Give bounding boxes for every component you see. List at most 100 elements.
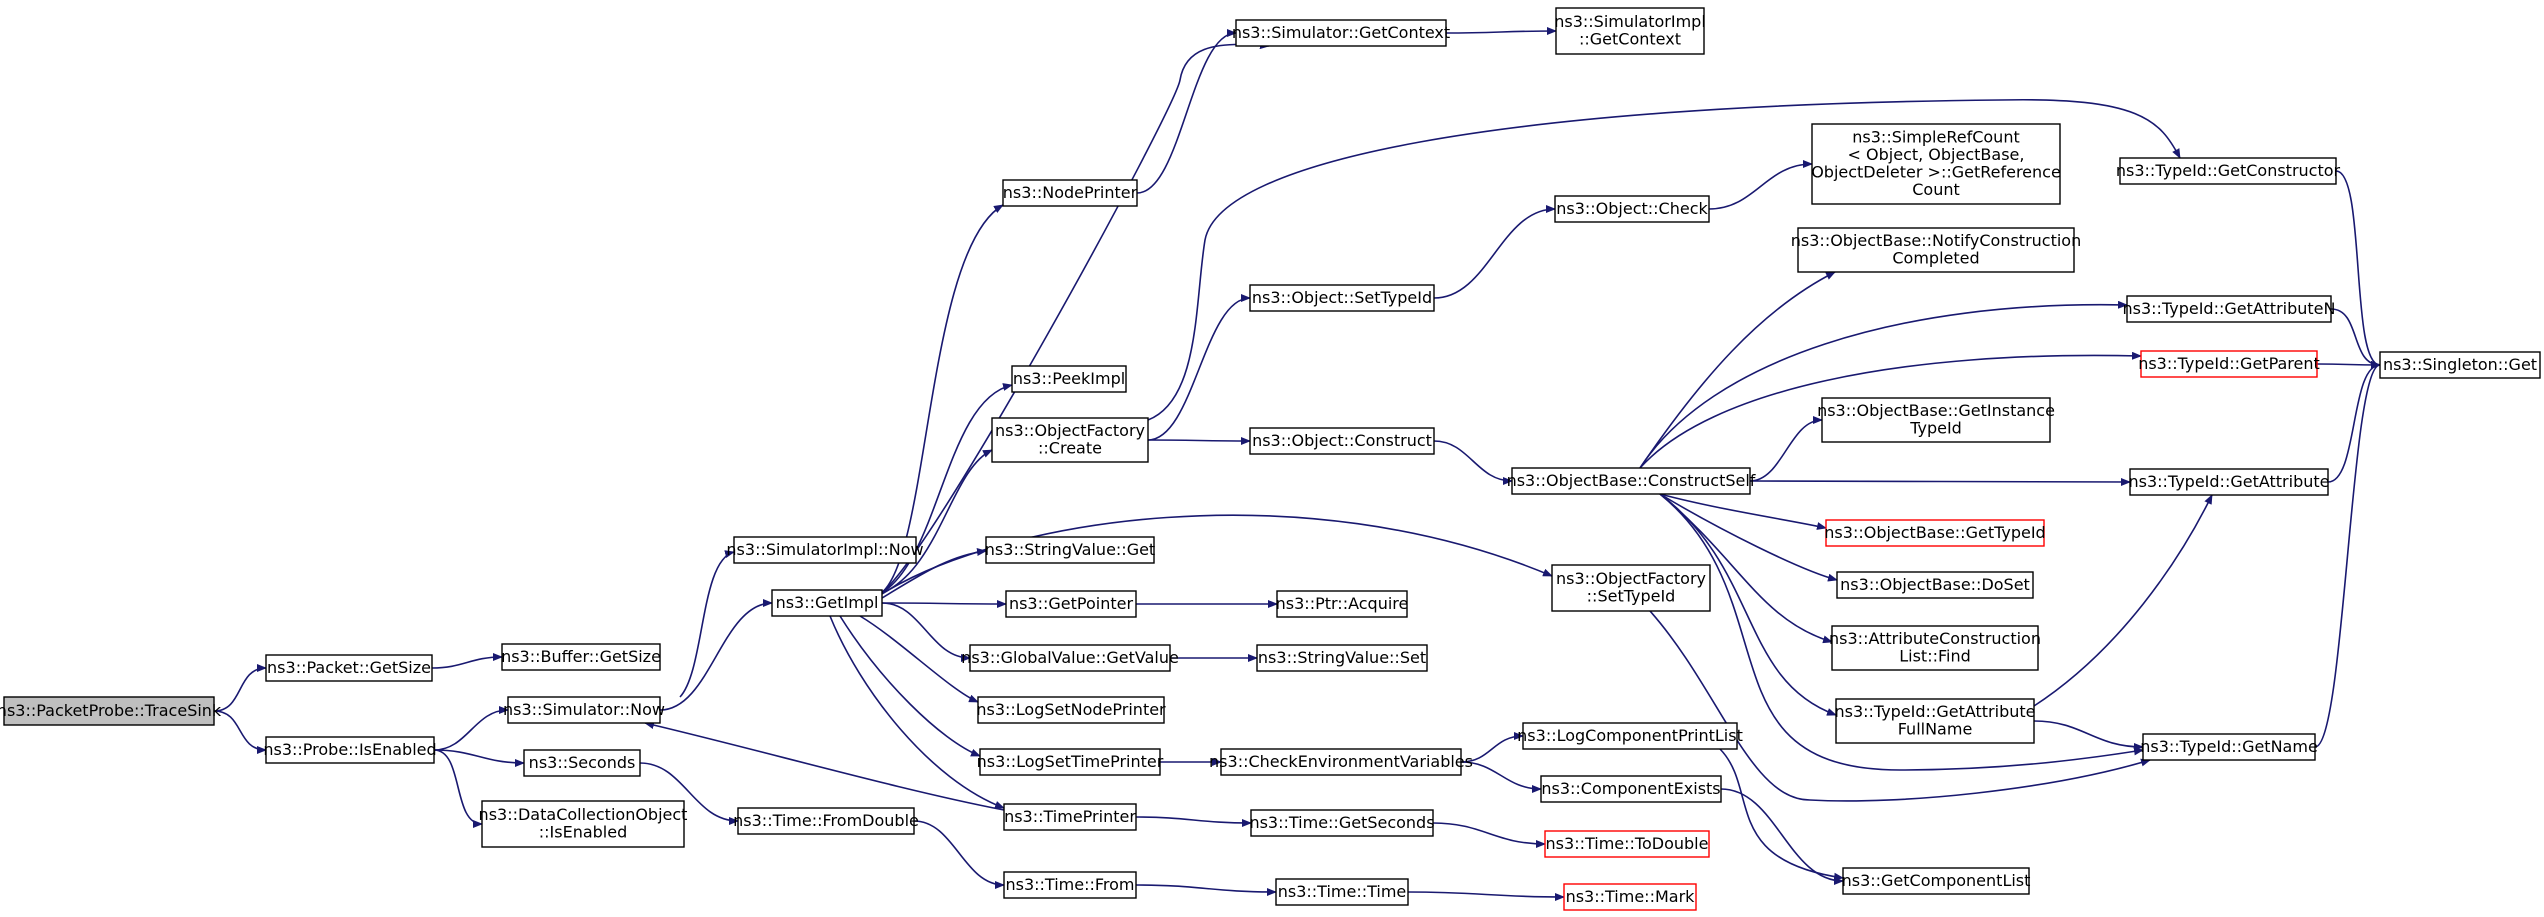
node-simimpl_getcontext[interactable]: ns3::SimulatorImpl::GetContext (1554, 7, 1706, 55)
node-stringvalue_set[interactable]: ns3::StringValue::Set (1256, 644, 1428, 672)
node-box (1797, 227, 2075, 273)
node-typeid_getname[interactable]: ns3::TypeId::GetName (2140, 733, 2318, 761)
node-time_getseconds[interactable]: ns3::Time::GetSeconds (1249, 809, 1435, 837)
node-box (1811, 123, 2061, 205)
node-label: ns3::Time::From (1005, 875, 1134, 894)
edge-typeid_getattributen-to-singleton_get (2330, 308, 2381, 369)
node-box (1235, 19, 1447, 47)
node-box (1821, 397, 2051, 443)
node-probe_isenabled[interactable]: ns3::Probe::IsEnabled (263, 736, 437, 764)
edge-tracesink-to-probe_isenabled (213, 710, 267, 754)
node-label: ns3::GetPointer (1009, 594, 1134, 613)
node-time_fromdouble[interactable]: ns3::Time::FromDouble (733, 807, 919, 835)
edge-checkenv-to-logcompprintlist (1460, 732, 1524, 763)
node-getcomponentlist[interactable]: ns3::GetComponentList (1842, 867, 2031, 895)
node-box (1522, 722, 1738, 750)
node-box (507, 696, 661, 724)
edge-getimpl-to-nodeprinter (879, 204, 1004, 595)
node-ob_notifyconstruction[interactable]: ns3::ObjectBase::NotifyConstructionCompl… (1791, 227, 2081, 273)
node-time_todouble[interactable]: ns3::Time::ToDouble (1544, 830, 1710, 858)
node-label: ::GetContext (1579, 30, 1681, 49)
node-box (1003, 871, 1137, 899)
node-label: ns3::TypeId::GetParent (2138, 354, 2320, 373)
node-nodeprinter[interactable]: ns3::NodePrinter (1002, 179, 1138, 207)
node-object_settypeid[interactable]: ns3::Object::SetTypeId (1249, 284, 1435, 312)
node-checkenv[interactable]: ns3::CheckEnvironmentVariables (1209, 748, 1473, 776)
node-label: ::SetTypeId (1587, 587, 1676, 606)
edge-probe_isenabled-to-simulator_now (433, 706, 509, 751)
node-box (265, 654, 433, 682)
node-label: ns3::TypeId::GetConstructor (2116, 161, 2341, 180)
node-label: ns3::Probe::IsEnabled (263, 740, 436, 759)
node-box (1554, 195, 1710, 223)
node-label: ns3::Time::GetSeconds (1249, 813, 1434, 832)
node-typeid_getattribute[interactable]: ns3::TypeId::GetAttribute (2128, 468, 2330, 496)
node-label: ObjectDeleter >::GetReference (1811, 163, 2061, 182)
node-timeprinter[interactable]: ns3::TimePrinter (1003, 803, 1137, 831)
node-time_time[interactable]: ns3::Time::Time (1275, 878, 1409, 906)
node-label: ns3::SimulatorImpl::Now (726, 540, 923, 559)
edge-componentexists-to-getcomponentlist (1720, 788, 1844, 885)
node-singleton_get[interactable]: ns3::Singleton::Get (2379, 351, 2541, 379)
node-simplerefcount[interactable]: ns3::SimpleRefCount< Object, ObjectBase,… (1811, 123, 2061, 205)
node-box (1835, 698, 2035, 744)
node-ob_constructself[interactable]: ns3::ObjectBase::ConstructSelf (1507, 467, 1756, 495)
node-box (1220, 748, 1462, 776)
edge-ob_constructself-to-typeid_getparent (1639, 351, 2142, 469)
edge-typeid_getname-to-singleton_get (2314, 361, 2381, 748)
node-box (2129, 468, 2329, 496)
node-label: ns3::Object::Construct (1252, 431, 1432, 450)
node-of_create[interactable]: ns3::ObjectFactory::Create (991, 417, 1149, 463)
node-tracesink[interactable]: ns3::PacketProbe::TraceSink (0, 696, 222, 726)
node-object_construct[interactable]: ns3::Object::Construct (1249, 427, 1435, 455)
edge-ob_constructself-to-typeid_getattribute (1749, 477, 2131, 486)
edge-ob_constructself-to-typeid_getattributen (1639, 300, 2128, 469)
edge-getimpl-to-of_create (879, 449, 993, 595)
node-ptr_acquire[interactable]: ns3::Ptr::Acquire (1276, 590, 1409, 618)
node-label: ns3::Time::ToDouble (1546, 834, 1709, 853)
edge-simulator_now-to-simimpl_now (679, 550, 735, 698)
node-box (501, 643, 661, 671)
node-componentexists[interactable]: ns3::ComponentExists (1540, 775, 1722, 803)
node-logsetnodeprinter[interactable]: ns3::LogSetNodePrinter (976, 696, 1166, 724)
node-seconds[interactable]: ns3::Seconds (523, 749, 641, 777)
node-packet_getsize[interactable]: ns3::Packet::GetSize (265, 654, 433, 682)
node-of_settypeid[interactable]: ns3::ObjectFactory::SetTypeId (1551, 564, 1711, 612)
edge-getimpl-to-of_settypeid (881, 514, 1553, 595)
edge-timeprinter-to-time_getseconds (1135, 816, 1252, 827)
node-stringvalue_get[interactable]: ns3::StringValue::Get (985, 536, 1155, 564)
node-logcompprintlist[interactable]: ns3::LogComponentPrintList (1517, 722, 1743, 750)
edge-of_create-to-object_construct (1147, 436, 1251, 445)
node-label: ns3::ObjectFactory (995, 421, 1145, 440)
node-getimpl[interactable]: ns3::GetImpl (771, 589, 883, 617)
node-box (1540, 775, 1722, 803)
node-typeid_getparent[interactable]: ns3::TypeId::GetParent (2138, 350, 2320, 378)
node-buffer_getsize[interactable]: ns3::Buffer::GetSize (501, 643, 661, 671)
node-ob_doset[interactable]: ns3::ObjectBase::DoSet (1836, 571, 2034, 599)
node-box (3, 696, 215, 726)
node-label: ns3::TypeId::GetAttributeN (2123, 299, 2336, 318)
node-time_from[interactable]: ns3::Time::From (1003, 871, 1137, 899)
edge-typeid_getattribute-to-singleton_get (2327, 361, 2381, 483)
node-box (977, 696, 1165, 724)
node-getpointer[interactable]: ns3::GetPointer (1005, 590, 1137, 618)
node-gv_getvalue[interactable]: ns3::GlobalValue::GetValue (961, 644, 1179, 672)
node-simulator_now[interactable]: ns3::Simulator::Now (503, 696, 665, 724)
node-simimpl_now[interactable]: ns3::SimulatorImpl::Now (726, 536, 924, 564)
node-object_check[interactable]: ns3::Object::Check (1554, 195, 1710, 223)
node-peekimpl[interactable]: ns3::PeekImpl (1011, 365, 1127, 393)
node-time_mark[interactable]: ns3::Time::Mark (1563, 883, 1697, 911)
node-typeid_getattributen[interactable]: ns3::TypeId::GetAttributeN (2123, 295, 2336, 323)
node-label: ns3::Time::Time (1278, 882, 1407, 901)
node-sim_getcontext[interactable]: ns3::Simulator::GetContext (1232, 19, 1450, 47)
node-logsettimeprinter[interactable]: ns3::LogSetTimePrinter (977, 748, 1164, 776)
node-label: ns3::TypeId::GetAttribute (1834, 702, 2035, 721)
node-typeid_getconstructor[interactable]: ns3::TypeId::GetConstructor (2116, 157, 2341, 185)
node-ob_gettypeid[interactable]: ns3::ObjectBase::GetTypeId (1824, 519, 2046, 547)
node-label: ns3::LogComponentPrintList (1517, 726, 1743, 745)
node-dco_isenabled[interactable]: ns3::DataCollectionObject::IsEnabled (479, 800, 688, 848)
edge-of_create-to-typeid_getconstructor (1147, 98, 2181, 421)
